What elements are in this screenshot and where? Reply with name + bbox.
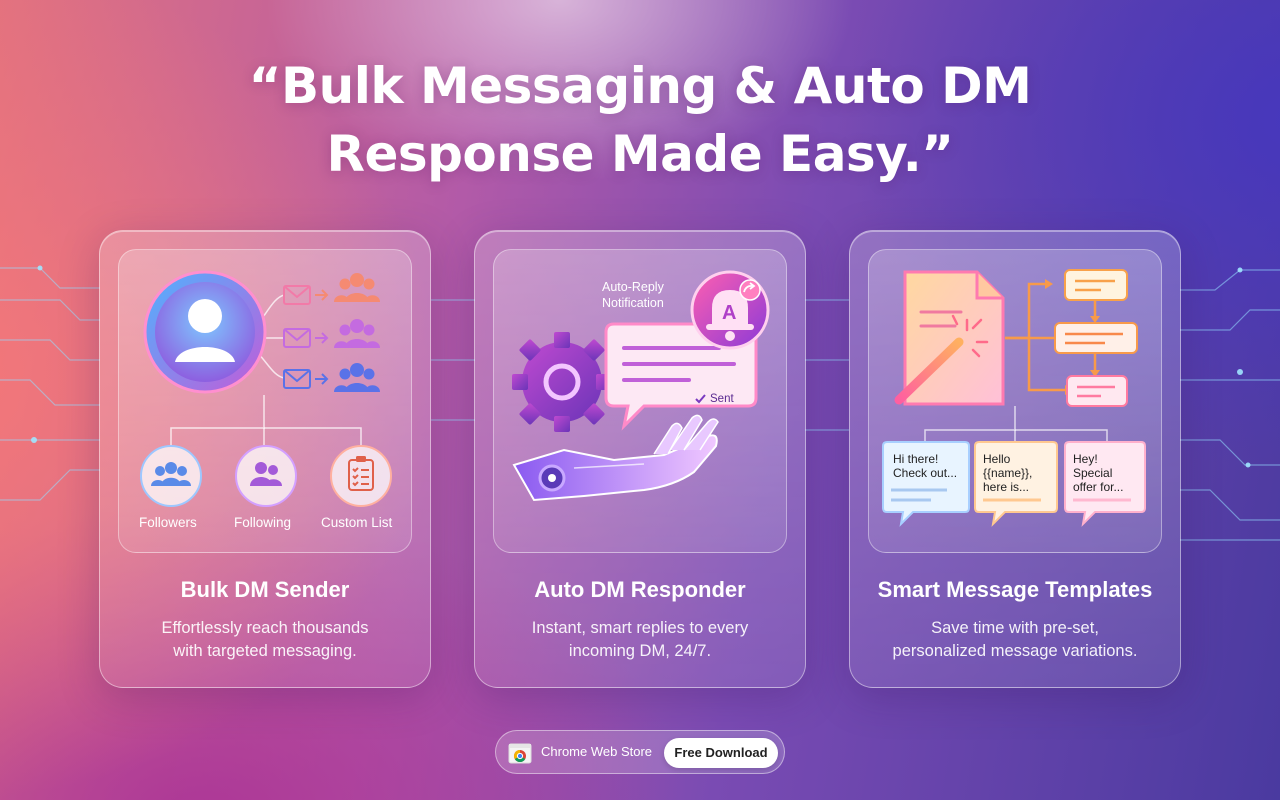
card-description-line-1: Instant, smart replies to every (531, 619, 749, 637)
card-description: Instant, smart replies to every incoming… (495, 617, 785, 663)
feature-card-templates: Hi there! Check out... Hello {{name}}, h… (849, 230, 1181, 688)
free-download-button[interactable]: Free Download (664, 738, 778, 768)
group-icon (334, 273, 380, 392)
headline-line-1: “Bulk Messaging & Auto DM (248, 57, 1032, 115)
card-description: Effortlessly reach thousands with target… (120, 617, 410, 663)
source-label-following: Following (234, 515, 292, 530)
auto-dm-illustration: A Auto-Reply Notification Sent (493, 249, 787, 553)
flowchart-icon (1005, 269, 1138, 407)
card-description-line-2: incoming DM, 24/7. (568, 642, 712, 660)
template-3-line-1: Hey! (1073, 452, 1098, 466)
template-2-line-1: Hello (983, 452, 1011, 466)
bulk-dm-illustration: Followers Following Custom List (118, 249, 412, 553)
sent-label: Sent (710, 393, 734, 405)
template-1-line-2: Check out... (893, 466, 958, 480)
store-label: Chrome Web Store (541, 744, 653, 759)
template-1: Hi there! Check out... (893, 452, 957, 480)
envelope-icon (283, 285, 329, 389)
card-description-line-2: with targeted messaging. (173, 642, 357, 660)
card-title: Bulk DM Sender (180, 577, 350, 602)
feature-card-bulk-dm: Followers Following Custom List Bulk DM … (99, 230, 431, 688)
feature-card-auto-dm: A Auto-Reply Notification Sent Auto DM R… (474, 230, 806, 688)
template-2-line-2: {{name}}, (983, 466, 1033, 480)
followers-icon (140, 445, 202, 507)
headline-line-2: Response Made Easy.” (326, 125, 954, 183)
notification-label-line-2: Notification (602, 296, 664, 310)
notification-label-line-1: Auto-Reply (602, 280, 664, 294)
notification-label: Auto-Reply Notification (602, 279, 664, 311)
user-profile-icon (143, 270, 267, 394)
template-3-line-3: offer for... (1073, 480, 1124, 494)
template-bubbles (882, 441, 1146, 527)
svg-text:A: A (722, 302, 736, 324)
magic-wand-icon (894, 314, 989, 405)
templates-illustration: Hi there! Check out... Hello {{name}}, h… (868, 249, 1162, 553)
chrome-web-store-bar: Chrome Web Store Free Download (495, 730, 785, 774)
template-3-line-2: Special (1073, 466, 1113, 480)
chrome-web-store-icon (508, 743, 532, 764)
custom-list-icon (330, 445, 392, 507)
template-2: Hello {{name}}, here is... (983, 452, 1032, 494)
card-title: Auto DM Responder (534, 577, 746, 602)
card-description-line-2: personalized message variations. (892, 642, 1138, 660)
card-description-line-1: Save time with pre-set, (931, 619, 1099, 637)
chat-bubble-icon (604, 322, 758, 431)
card-description-line-1: Effortlessly reach thousands (161, 619, 369, 637)
robot-hand-icon (512, 414, 719, 502)
source-label-followers: Followers (139, 515, 197, 530)
gear-icon (512, 332, 612, 432)
template-2-line-3: here is... (983, 480, 1030, 494)
template-3: Hey! Special offer for... (1073, 452, 1123, 494)
page-headline: “Bulk Messaging & Auto DM Response Made … (0, 52, 1280, 188)
following-icon (235, 445, 297, 507)
source-label-custom-list: Custom List (321, 515, 393, 530)
card-title: Smart Message Templates (877, 577, 1153, 602)
card-description: Save time with pre-set, personalized mes… (870, 617, 1160, 663)
template-1-line-1: Hi there! (893, 452, 939, 466)
bell-icon: A (690, 270, 770, 350)
